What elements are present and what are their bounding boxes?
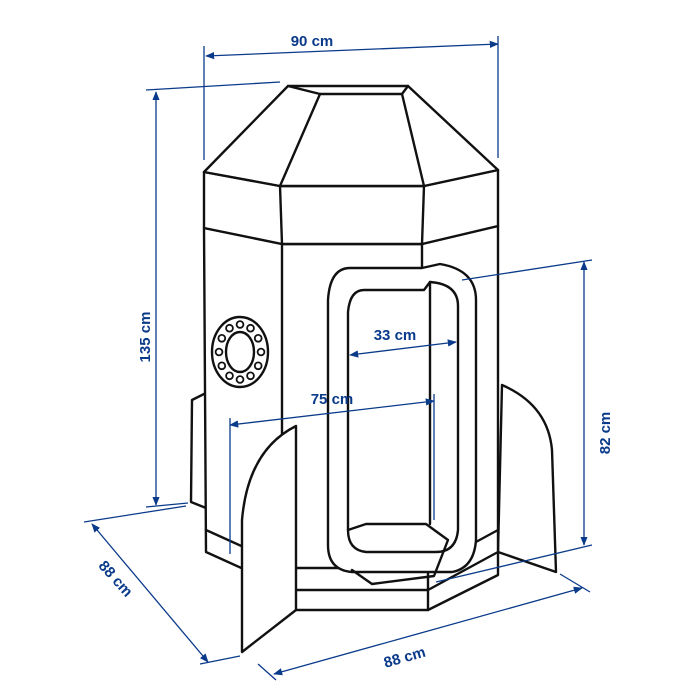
floor-inside bbox=[346, 522, 450, 586]
roof-edge-left bbox=[278, 92, 322, 188]
label-door-height: 82 cm bbox=[597, 412, 614, 455]
porthole-rivet bbox=[246, 371, 255, 381]
porthole-rivet bbox=[225, 371, 234, 381]
porthole-rivet bbox=[253, 361, 263, 371]
band-edge-right bbox=[420, 184, 426, 246]
porthole-rivet bbox=[217, 333, 227, 343]
dim-base-width-line bbox=[273, 586, 583, 676]
porthole-rivet bbox=[246, 323, 255, 333]
rear-right-fin bbox=[496, 383, 558, 574]
dimension-lines bbox=[83, 36, 593, 681]
roof-edge-right bbox=[400, 92, 426, 188]
label-door-width: 33 cm bbox=[374, 327, 417, 344]
label-base-width: 88 cm bbox=[382, 644, 428, 672]
dim-door-height-ext-top bbox=[461, 259, 593, 281]
label-height: 135 cm bbox=[137, 312, 154, 363]
dim-depth-line bbox=[91, 523, 209, 663]
porthole-rivet bbox=[225, 323, 234, 333]
dim-door-width-line bbox=[349, 339, 457, 358]
porthole-rivets bbox=[214, 320, 266, 384]
porthole-rivet bbox=[217, 361, 227, 371]
roof-top-rim bbox=[286, 84, 410, 96]
dim-depth-ext-top bbox=[83, 505, 187, 523]
porthole-rivet bbox=[253, 333, 263, 343]
band-edge-left bbox=[278, 184, 284, 246]
dim-depth-ext-bottom bbox=[199, 655, 241, 665]
dim-door-height-ext-bottom bbox=[435, 544, 593, 583]
label-inner-width: 75 cm bbox=[311, 391, 354, 408]
porthole bbox=[210, 315, 270, 389]
label-top-width: 90 cm bbox=[291, 33, 334, 50]
label-depth: 88 cm bbox=[95, 557, 136, 600]
dim-top-width-line bbox=[205, 40, 499, 60]
dim-inner-width-line bbox=[229, 398, 435, 428]
porthole-rivet bbox=[256, 347, 266, 357]
dim-height-ext-bottom bbox=[145, 502, 189, 508]
dim-base-width-ext-right bbox=[559, 573, 591, 593]
porthole-rivet bbox=[214, 347, 224, 357]
porthole-rivet bbox=[235, 375, 245, 384]
roof bbox=[202, 84, 500, 188]
dim-height-ext-top bbox=[145, 81, 281, 91]
dim-base-width-ext-left bbox=[257, 663, 277, 681]
door-opening bbox=[326, 262, 478, 586]
porthole-rivet bbox=[235, 320, 245, 329]
